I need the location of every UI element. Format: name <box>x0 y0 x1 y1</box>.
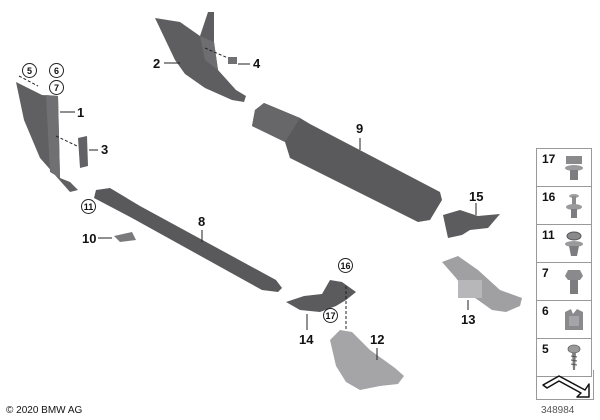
spring-clip-icon <box>565 309 583 330</box>
legend-item: 17 <box>536 148 592 186</box>
circled-ref-6: 6 <box>49 63 64 78</box>
legend-item: 5 <box>536 338 592 377</box>
callout-10: 10 <box>82 231 97 246</box>
orientation-arrow-cell <box>536 370 594 400</box>
part-2-b-pillar-trim <box>155 12 246 102</box>
legend-number: 5 <box>542 342 549 356</box>
callout-3: 3 <box>101 142 109 157</box>
callout-14: 14 <box>299 332 314 347</box>
circled-ref-5: 5 <box>22 63 37 78</box>
legend-number: 6 <box>542 304 549 318</box>
part-1-pillar-trim <box>16 75 78 192</box>
hex-bolt-icon <box>565 270 583 294</box>
legend-item: 7 <box>536 262 592 300</box>
part-13-trim-cover <box>442 256 522 312</box>
part-3-clip-cover <box>78 136 98 168</box>
part-8-sill-cover <box>94 188 282 292</box>
callout-8: 8 <box>198 214 206 229</box>
part-15-bracket <box>443 203 500 238</box>
push-pin-icon <box>566 194 582 218</box>
callout-4: 4 <box>253 56 261 71</box>
legend-number: 17 <box>542 152 556 166</box>
callout-1: 1 <box>77 105 85 120</box>
direction-arrow-icon <box>542 375 590 398</box>
part-12-trim-cover <box>330 330 404 390</box>
legend-number: 16 <box>542 190 556 204</box>
circled-ref-7: 7 <box>49 80 64 95</box>
part-9-sill-cover <box>252 103 442 222</box>
legend-number: 11 <box>542 228 555 242</box>
part-10-bracket <box>98 232 136 242</box>
callout-13: 13 <box>461 312 476 327</box>
legend-number: 7 <box>542 266 549 280</box>
circled-ref-17: 17 <box>323 308 338 323</box>
callout-15: 15 <box>469 189 484 204</box>
legend-item: 16 <box>536 186 592 224</box>
callout-2: 2 <box>153 56 161 71</box>
callout-9: 9 <box>356 121 364 136</box>
clip-nut-icon <box>565 156 583 180</box>
legend-item: 11 <box>536 224 592 262</box>
document-number: 348984 <box>541 405 575 416</box>
callout-12: 12 <box>370 332 385 347</box>
expanding-rivet-icon <box>565 231 583 256</box>
circled-ref-16: 16 <box>338 258 353 273</box>
circled-ref-11: 11 <box>81 199 96 214</box>
part-14-bracket <box>286 280 356 330</box>
legend-item: 6 <box>536 300 592 338</box>
part-4-clip <box>228 57 250 65</box>
tapping-screw-icon <box>567 344 581 370</box>
fastener-legend: 17 16 11 7 6 5 <box>536 148 592 377</box>
copyright-notice: © 2020 BMW AG <box>6 405 83 416</box>
